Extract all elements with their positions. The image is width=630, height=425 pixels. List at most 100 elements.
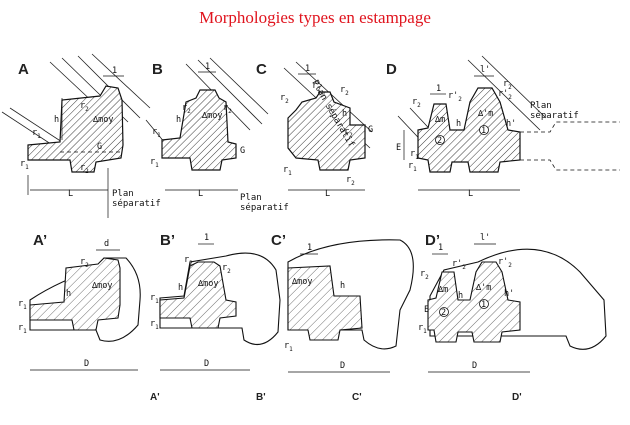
caption-b-prime: B' [256, 392, 266, 403]
svg-text:∆m: ∆m [434, 115, 445, 125]
svg-text:D: D [204, 359, 209, 369]
svg-text:r2: r2 [223, 103, 232, 115]
svg-text:L: L [198, 189, 203, 199]
svg-text:h: h [456, 119, 461, 129]
section-c [287, 91, 366, 171]
section-d-prime [427, 261, 521, 343]
panel-label-c-prime: C’ [271, 232, 286, 249]
svg-text:r1: r1 [32, 128, 41, 140]
svg-text:1: 1 [438, 243, 443, 253]
panel-label-a-prime: A’ [33, 232, 47, 249]
svg-text:r2: r2 [182, 103, 191, 115]
svg-text:r2: r2 [340, 85, 349, 97]
svg-text:r1: r1 [20, 159, 29, 171]
svg-text:r'2: r'2 [498, 257, 512, 269]
svg-text:1: 1 [112, 66, 117, 76]
svg-text:r2: r2 [312, 81, 321, 93]
section-d [417, 87, 521, 173]
panel-label-d: D [386, 61, 397, 78]
svg-text:L: L [325, 189, 330, 199]
svg-text:G: G [97, 142, 102, 152]
svg-text:r1: r1 [150, 293, 159, 305]
svg-text:1: 1 [305, 64, 310, 74]
svg-text:∆'m: ∆'m [477, 109, 493, 119]
svg-text:h': h' [504, 289, 514, 299]
plan-separatif-label-a: Plan [112, 189, 134, 199]
svg-text:r2: r2 [412, 97, 421, 109]
svg-text:1: 1 [204, 233, 209, 243]
svg-text:séparatif: séparatif [112, 198, 161, 209]
svg-text:h: h [342, 109, 347, 119]
svg-text:r1: r1 [152, 127, 161, 139]
section-a-prime [29, 257, 121, 331]
svg-text:1: 1 [481, 300, 486, 310]
plan-separatif-label-b: Plan [240, 193, 262, 203]
svg-text:E: E [396, 143, 401, 153]
svg-text:h': h' [506, 119, 516, 129]
svg-text:D: D [84, 359, 89, 369]
section-c-prime [287, 265, 363, 341]
svg-text:h: h [458, 291, 463, 301]
caption-a-prime: A' [150, 392, 160, 403]
svg-text:1: 1 [205, 62, 210, 72]
panel-a: A L h ∆moy 1 r2 r1 r1 r2 Plan séparatif … [1, 53, 161, 218]
svg-text:E: E [424, 305, 429, 315]
plan-separatif-label-d: Plan [530, 101, 552, 111]
svg-text:∆m: ∆m [437, 285, 448, 295]
svg-text:G: G [240, 146, 245, 156]
svg-text:r1: r1 [408, 161, 417, 173]
svg-text:r2: r2 [420, 269, 429, 281]
panel-label-a: A [18, 61, 29, 78]
continuation-outline-d [520, 121, 620, 171]
svg-text:h: h [178, 283, 183, 293]
svg-text:r'2: r'2 [498, 89, 512, 101]
caption-c-prime: C' [352, 392, 362, 403]
panel-d: D L E 1 l' ∆m ∆'m h h' 2 1 r2 r'2 r'2 r2… [386, 55, 620, 199]
svg-text:r2: r2 [344, 127, 353, 139]
svg-text:r2: r2 [80, 163, 89, 175]
svg-text:D: D [340, 361, 345, 371]
caption-d-prime: D' [512, 392, 522, 403]
svg-text:r2: r2 [80, 257, 89, 269]
svg-text:r1: r1 [150, 157, 159, 169]
svg-text:1: 1 [307, 243, 312, 253]
svg-text:h: h [54, 115, 59, 125]
svg-text:∆moy: ∆moy [201, 111, 222, 121]
svg-text:r2: r2 [280, 93, 289, 105]
svg-text:l': l' [480, 65, 490, 75]
svg-text:r2: r2 [184, 255, 193, 267]
svg-text:séparatif: séparatif [240, 202, 289, 213]
svg-text:∆moy: ∆moy [91, 281, 112, 291]
svg-text:∆moy: ∆moy [197, 279, 218, 289]
svg-text:1: 1 [481, 126, 486, 136]
svg-text:séparatif: séparatif [530, 110, 579, 121]
svg-text:∆'m: ∆'m [475, 283, 491, 293]
panel-label-b-prime: B’ [160, 232, 175, 249]
svg-text:r1: r1 [284, 341, 293, 353]
panel-d-prime: D’ D 1 l' ∆m ∆'m h h' E 2 1 r2 r'2 r'2 r… [418, 232, 607, 403]
svg-text:L: L [68, 189, 73, 199]
svg-text:r2: r2 [222, 263, 231, 275]
svg-text:r2: r2 [503, 79, 512, 91]
panel-c-prime: C’ D 1 ∆moy h r1 C' [271, 232, 414, 403]
panel-b-prime: B’ D 1 ∆moy h r2 r2 r1 r1 B' [150, 232, 281, 403]
panel-c: C L h 1 r2 r2 r2 r2 r2 r1 G Plan séparat… [256, 61, 373, 199]
svg-text:h: h [66, 289, 71, 299]
svg-text:r1: r1 [150, 319, 159, 331]
svg-text:r2: r2 [346, 175, 355, 187]
panel-label-c: C [256, 61, 267, 78]
svg-text:d: d [104, 239, 109, 249]
svg-text:r'2: r'2 [448, 91, 462, 103]
svg-text:r1: r1 [18, 323, 27, 335]
svg-text:r1: r1 [410, 149, 419, 161]
panel-a-prime: A’ D d ∆moy h r2 r1 r1 A' [18, 232, 160, 403]
svg-text:1: 1 [436, 84, 441, 94]
svg-text:∆moy: ∆moy [92, 115, 113, 125]
svg-text:G: G [368, 125, 373, 135]
svg-text:D: D [472, 361, 477, 371]
section-b-prime [159, 261, 237, 329]
svg-text:h: h [176, 115, 181, 125]
svg-text:2: 2 [441, 308, 446, 318]
svg-text:∆moy: ∆moy [291, 277, 312, 287]
